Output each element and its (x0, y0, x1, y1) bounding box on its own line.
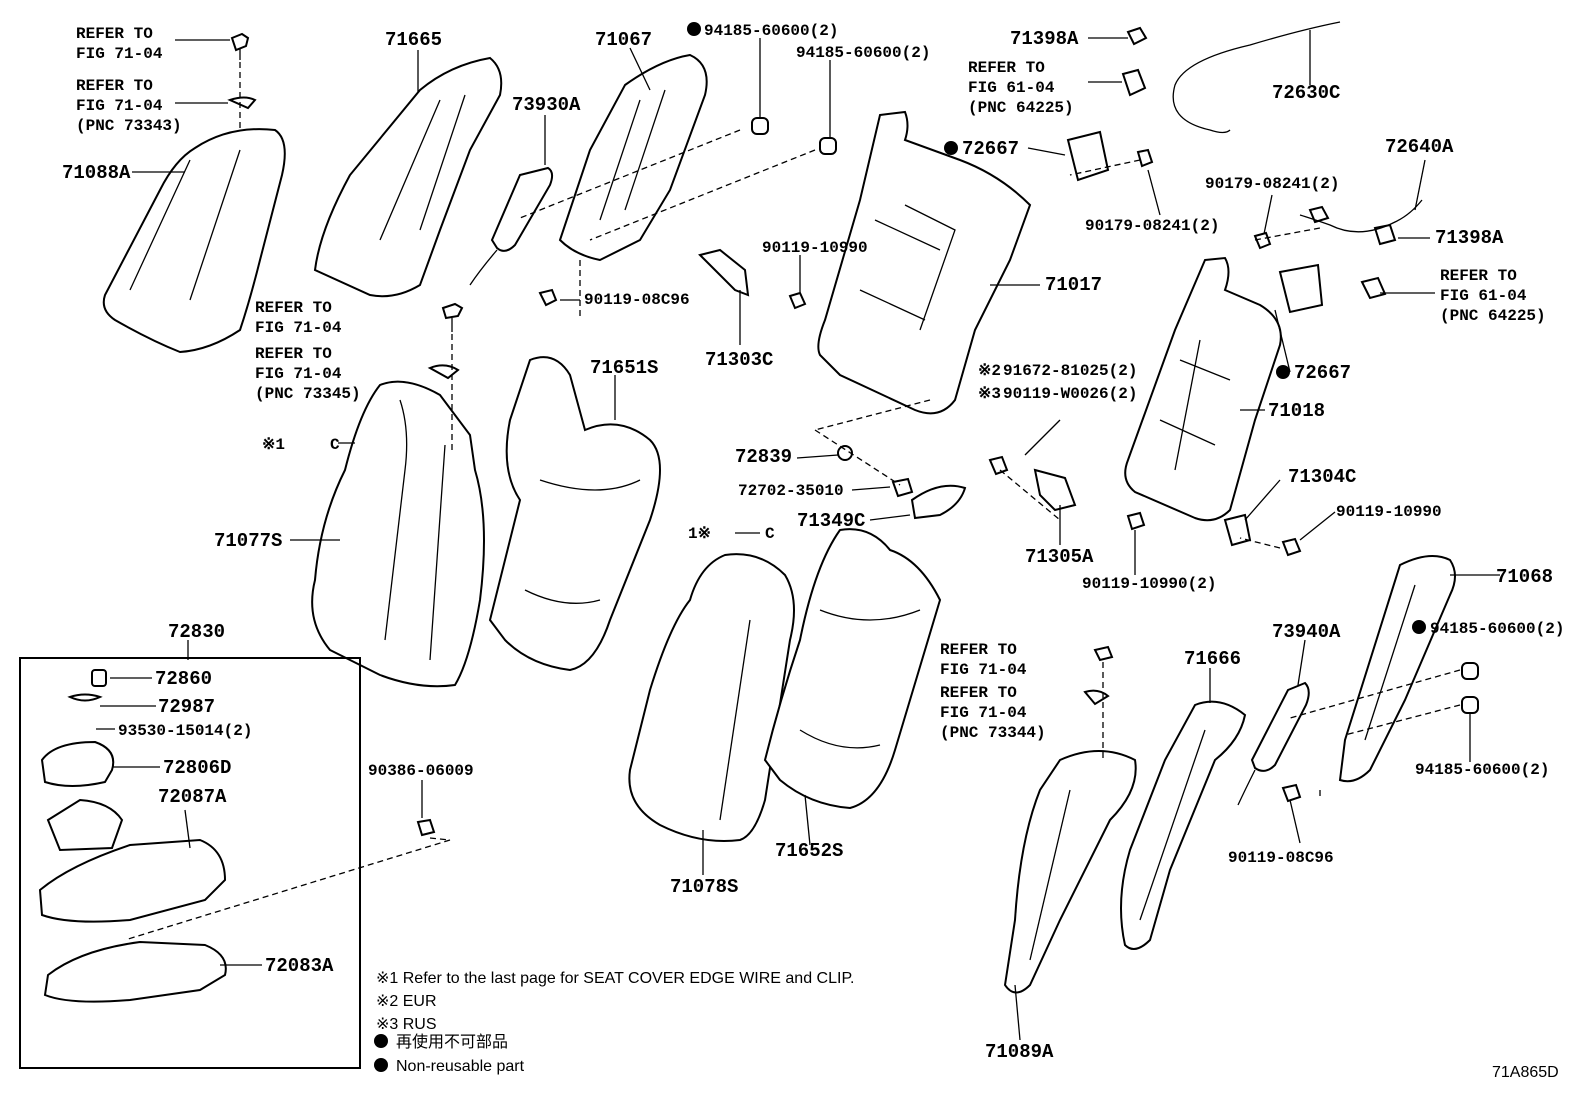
label-93530-15014: 93530-15014(2) (118, 722, 252, 740)
refer-to-71-04-mid: REFER TO FIG 71-04 (255, 299, 342, 337)
label-94185-b: 94185-60600(2) (796, 44, 930, 62)
refer-to-71-04-pnc73344: REFER TO FIG 71-04 (PNC 73344) (940, 684, 1046, 742)
leader-lines (96, 30, 1500, 1041)
label-72860: 72860 (155, 668, 212, 690)
label-72839: 72839 (735, 446, 792, 468)
refer-to-71-04-top: REFER TO FIG 71-04 (76, 25, 163, 63)
part-71077S-shape (311, 380, 485, 688)
label-71018: 71018 (1268, 400, 1325, 422)
label-72702-35010: 72702-35010 (738, 482, 844, 500)
label-94185-a: 94185-60600(2) (704, 22, 838, 40)
label-72667-right: 72667 (1294, 362, 1351, 384)
part-73930A-shape (469, 166, 554, 286)
label-71089A: 71089A (985, 1041, 1054, 1063)
label-72667-top: 72667 (962, 138, 1019, 160)
label-90179-08241-b: 90179-08241(2) (1085, 217, 1219, 235)
label-71077S: 71077S (214, 530, 282, 552)
label-72630C: 72630C (1272, 82, 1340, 104)
mark-2: ※2 (978, 362, 1001, 380)
label-71078S: 71078S (670, 876, 738, 898)
label-72830: 72830 (168, 621, 225, 643)
clip-c-right: C (765, 525, 775, 543)
part-71078S-shape (628, 553, 795, 842)
label-90119-10990-b: 90119-10990(2) (1082, 575, 1216, 593)
non-reusable-dots (374, 22, 1426, 1072)
label-71398A-right: 71398A (1435, 227, 1504, 249)
label-90119-W0026: 90119-W0026(2) (1003, 385, 1137, 403)
label-90119-08C96-a: 90119-08C96 (584, 291, 690, 309)
label-72087A: 72087A (158, 786, 227, 808)
label-71651S: 71651S (590, 357, 658, 379)
label-71666: 71666 (1184, 648, 1241, 670)
label-71017: 71017 (1045, 274, 1102, 296)
part-71067-shape (558, 53, 708, 262)
refer-to-71-04-lower: REFER TO FIG 71-04 (940, 641, 1027, 679)
part-71018-shape (1124, 256, 1282, 522)
footnote-2: ※2 EUR (376, 993, 437, 1010)
label-71305A: 71305A (1025, 546, 1094, 568)
part-73940A-shape (1237, 681, 1310, 806)
label-94185-d: 94185-60600(2) (1415, 761, 1549, 779)
label-72083A: 72083A (265, 955, 334, 977)
label-71652S: 71652S (775, 840, 843, 862)
label-73940A: 73940A (1272, 621, 1341, 643)
armrest-group-box (19, 657, 361, 1069)
part-71666-shape (1120, 700, 1247, 950)
label-71068: 71068 (1496, 566, 1553, 588)
refer-to-71-04-pnc73343: REFER TO FIG 71-04 (PNC 73343) (76, 77, 182, 135)
part-71652S-shape (763, 528, 942, 810)
label-71067: 71067 (595, 29, 652, 51)
part-71068-shape (1338, 555, 1456, 783)
label-91672-81025: 91672-81025(2) (1003, 362, 1137, 380)
label-71088A: 71088A (62, 162, 131, 184)
label-72806D: 72806D (163, 757, 231, 779)
label-72987: 72987 (158, 696, 215, 718)
hardware-shapes (227, 26, 1479, 837)
part-71089A-shape (1003, 750, 1137, 994)
part-71088A-shape (102, 128, 286, 354)
part-71651S-shape (488, 356, 661, 672)
part-71665-shape (313, 56, 503, 298)
label-72640A: 72640A (1385, 136, 1454, 158)
label-71303C: 71303C (705, 349, 773, 371)
wire-harnesses (1172, 21, 1423, 233)
diagram-code: 71A865D (1492, 1064, 1559, 1081)
clip-c-left: C (330, 436, 340, 454)
mark-3: ※3 (978, 385, 1001, 403)
label-71304C: 71304C (1288, 466, 1356, 488)
label-90119-08C96-b: 90119-08C96 (1228, 849, 1334, 867)
label-71665: 71665 (385, 29, 442, 51)
part-71017-shape (817, 110, 1032, 415)
refer-to-61-04-right: REFER TO FIG 61-04 (PNC 64225) (1440, 267, 1546, 325)
label-71398A-top: 71398A (1010, 28, 1079, 50)
label-73930A: 73930A (512, 94, 581, 116)
label-94185-c: 94185-60600(2) (1430, 620, 1564, 638)
refer-to-71-04-pnc73345: REFER TO FIG 71-04 (PNC 73345) (255, 345, 361, 403)
part-72830-shape (38, 669, 227, 1003)
footnote-1: ※1 Refer to the last page for SEAT COVER… (376, 970, 855, 987)
label-90119-10990-c: 90119-10990 (1336, 503, 1442, 521)
label-71349C: 71349C (797, 510, 865, 532)
label-90386-06009: 90386-06009 (368, 762, 474, 780)
footnote-3: ※3 RUS (376, 1016, 437, 1033)
label-90179-08241-a: 90179-08241(2) (1205, 175, 1339, 193)
refer-to-61-04-top: REFER TO FIG 61-04 (PNC 64225) (968, 59, 1074, 117)
assembly-dashed-lines (124, 62, 1461, 941)
label-90119-10990-a: 90119-10990 (762, 239, 868, 257)
mark-1-left: ※1 (262, 436, 285, 454)
mark-1-right: 1※ (688, 525, 711, 543)
footnote-non-reusable-jp: 再使用不可部品 (396, 1033, 508, 1051)
footnote-non-reusable-en: Non-reusable part (396, 1058, 525, 1075)
